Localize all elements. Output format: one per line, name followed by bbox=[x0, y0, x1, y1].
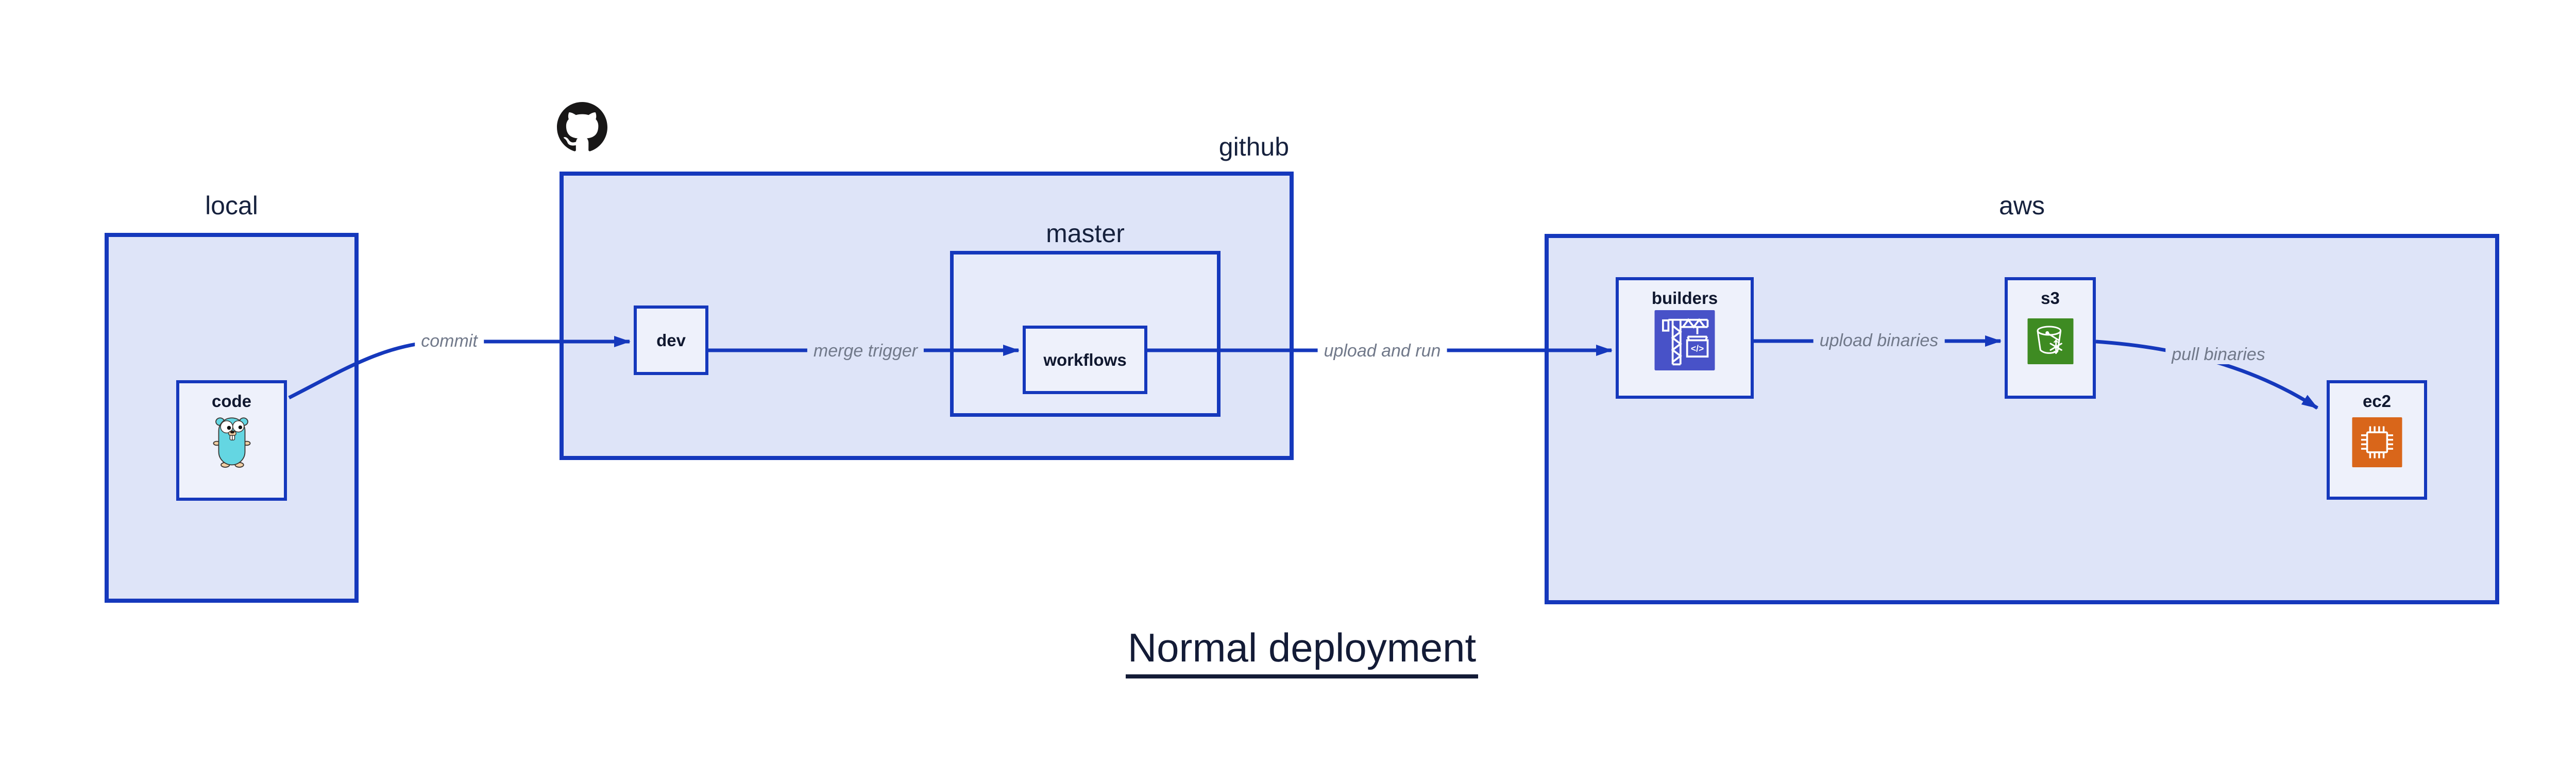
local-group-label: local bbox=[205, 191, 258, 220]
ec2-node-label: ec2 bbox=[2362, 392, 2392, 411]
ec2-node: ec2 bbox=[2327, 380, 2427, 500]
edge-label-pull-binaries: pull binaries bbox=[2165, 345, 2272, 364]
go-gopher-icon bbox=[211, 412, 253, 471]
workflows-node-label: workflows bbox=[1043, 350, 1127, 369]
code-node-label: code bbox=[211, 392, 252, 411]
s3-bucket-snowflake-icon bbox=[2027, 318, 2073, 367]
aws-group-label: aws bbox=[1999, 191, 2045, 220]
ec2-chip-icon bbox=[2352, 417, 2402, 470]
edge-label-upload-and-run: upload and run bbox=[1317, 341, 1447, 361]
codebuild-crane-icon: </> bbox=[1654, 310, 1715, 373]
code-node: code bbox=[176, 380, 287, 501]
github-logo-icon bbox=[556, 102, 608, 155]
code-brackets-glyph: </> bbox=[1691, 344, 1704, 354]
diagram-title-text: Normal deployment bbox=[1125, 625, 1479, 678]
builders-node: builders bbox=[1616, 277, 1754, 399]
edge-label-merge-trigger: merge trigger bbox=[807, 341, 924, 361]
master-subgroup-label: master bbox=[1046, 219, 1125, 248]
builders-node-label: builders bbox=[1651, 288, 1718, 308]
s3-node-label: s3 bbox=[2041, 288, 2060, 308]
workflows-node: workflows bbox=[1023, 326, 1147, 394]
github-group-label: github bbox=[1218, 132, 1289, 161]
s3-node: s3 bbox=[2005, 277, 2096, 399]
diagram-title: Normal deployment bbox=[0, 624, 2576, 678]
dev-node: dev bbox=[634, 305, 708, 375]
edge-label-commit: commit bbox=[415, 331, 484, 351]
edge-label-upload-binaries: upload binaries bbox=[1813, 331, 1945, 350]
dev-node-label: dev bbox=[656, 331, 686, 350]
